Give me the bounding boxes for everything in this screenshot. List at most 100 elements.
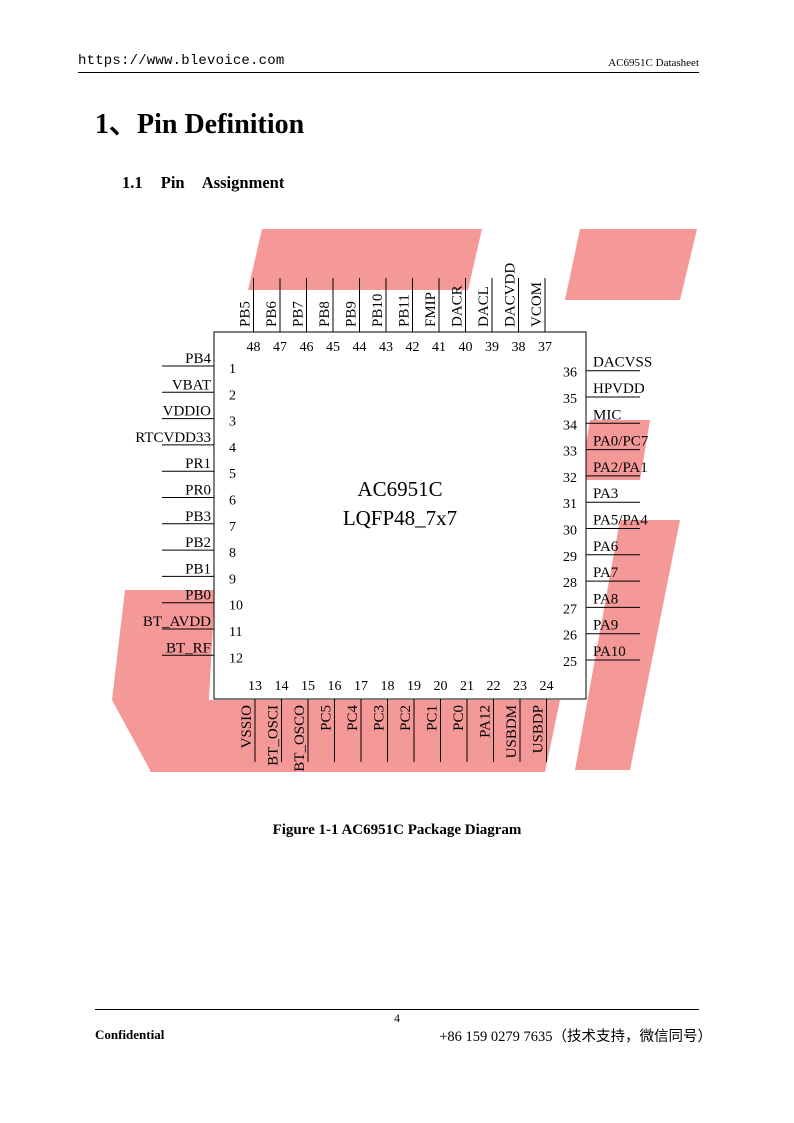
pin-number-8: 8 [229, 546, 236, 561]
pin-number-44: 44 [353, 340, 367, 355]
pin-number-11: 11 [229, 625, 242, 640]
pin-number-18: 18 [381, 679, 395, 694]
pin-number-43: 43 [379, 340, 393, 355]
pin-number-12: 12 [229, 651, 243, 666]
pin-number-22: 22 [487, 679, 501, 694]
pin-number-23: 23 [513, 679, 527, 694]
pin-number-29: 29 [563, 550, 577, 565]
chip-body [213, 331, 587, 700]
page-number: 4 [394, 1011, 400, 1025]
pin-name-30: PA5/PA4 [593, 513, 648, 529]
pin-name-2: VBAT [172, 377, 211, 393]
pin-name-14: BT_OSCI [266, 705, 282, 766]
pin-number-13: 13 [248, 679, 262, 694]
header-rule [78, 72, 699, 73]
footer-contact: +86 159 0279 7635（技术支持，微信同号） [439, 1029, 712, 1045]
pin-name-36: DACVSS [593, 355, 652, 371]
pin-number-39: 39 [485, 340, 499, 355]
pin-number-20: 20 [434, 679, 448, 694]
pin-name-24: USBDP [531, 705, 547, 753]
pin-number-19: 19 [407, 679, 421, 694]
watermark-logo [112, 229, 697, 772]
pin-name-32: PA2/PA1 [593, 460, 648, 476]
pin-name-35: HPVDD [593, 381, 645, 397]
pin-name-6: PR0 [185, 483, 211, 499]
pin-number-16: 16 [328, 679, 342, 694]
watermark-bottom [150, 700, 560, 772]
pin-number-5: 5 [229, 467, 236, 482]
pin-name-29: PA6 [593, 539, 619, 555]
watermark-top-right [565, 229, 697, 300]
pin-name-20: PC1 [425, 705, 441, 731]
pin-name-4: RTCVDD33 [135, 430, 211, 446]
pin-name-23: USBDM [504, 705, 520, 758]
pin-name-7: PB3 [185, 509, 211, 525]
pins-layer: PB41VBAT2VDDIO3RTCVDD334PR15PR06PB37PB28… [135, 263, 652, 772]
pin-name-38: DACVDD [503, 263, 519, 327]
pin-number-4: 4 [229, 441, 236, 456]
pin-name-46: PB7 [291, 301, 307, 327]
pin-number-3: 3 [229, 415, 236, 430]
pin-name-13: VSSIO [239, 705, 255, 749]
footer-confidential: Confidential [95, 1027, 165, 1042]
pin-number-48: 48 [247, 340, 261, 355]
pin-number-24: 24 [540, 679, 554, 694]
pin-name-27: PA8 [593, 591, 618, 607]
pin-name-40: DACR [450, 285, 466, 327]
pin-name-26: PA9 [593, 618, 618, 634]
pin-number-32: 32 [563, 471, 577, 486]
pin-number-34: 34 [563, 418, 577, 433]
header-doc-title: AC6951C Datasheet [608, 57, 699, 69]
pin-number-1: 1 [229, 362, 236, 377]
pin-number-2: 2 [229, 388, 236, 403]
pin-name-25: PA10 [593, 644, 626, 660]
section-title: 1、Pin Definition [95, 109, 305, 140]
pin-number-33: 33 [563, 445, 577, 460]
pin-number-37: 37 [538, 340, 552, 355]
subsection-title: 1.1 Pin Assignment [122, 173, 285, 192]
pin-number-26: 26 [563, 629, 577, 644]
pin-name-15: BT_OSCO [292, 705, 308, 772]
pin-number-30: 30 [563, 524, 577, 539]
pin-name-16: PC5 [319, 705, 335, 731]
pin-number-27: 27 [563, 602, 577, 617]
pin-name-41: FMIP [423, 292, 439, 327]
pin-name-17: PC4 [345, 705, 361, 731]
footer-rule [95, 1009, 699, 1010]
pin-number-31: 31 [563, 497, 577, 512]
pin-number-6: 6 [229, 494, 236, 509]
pin-number-14: 14 [275, 679, 289, 694]
pin-name-28: PA7 [593, 565, 619, 581]
pin-name-42: PB11 [397, 294, 413, 327]
pin-name-18: PC3 [372, 705, 388, 731]
pin-number-9: 9 [229, 572, 236, 587]
pin-name-21: PC0 [451, 705, 467, 731]
pin-number-41: 41 [432, 340, 446, 355]
pin-number-15: 15 [301, 679, 315, 694]
pin-name-12: BT_RF [166, 640, 211, 656]
watermark-top-left [248, 229, 482, 290]
pin-number-7: 7 [229, 520, 236, 535]
pin-name-39: DACL [476, 286, 492, 327]
watermark-right-bar [575, 520, 680, 770]
pin-name-10: PB0 [185, 588, 211, 604]
pin-name-45: PB8 [317, 301, 333, 327]
pin-name-22: PA12 [478, 705, 494, 738]
pin-number-47: 47 [273, 340, 287, 355]
pin-name-8: PB2 [185, 535, 211, 551]
pin-name-37: VCOM [529, 282, 545, 327]
pin-name-1: PB4 [185, 351, 211, 367]
pin-name-11: BT_AVDD [143, 614, 211, 630]
pin-number-28: 28 [563, 576, 577, 591]
pin-name-44: PB9 [344, 301, 360, 327]
pin-name-31: PA3 [593, 486, 618, 502]
pin-number-21: 21 [460, 679, 474, 694]
pin-number-42: 42 [406, 340, 420, 355]
pin-name-34: MIC [593, 407, 621, 423]
chip-package-label: LQFP48_7x7 [343, 506, 457, 530]
pin-name-48: PB5 [238, 301, 254, 327]
header-url[interactable]: https://www.blevoice.com [78, 53, 285, 69]
pin-number-25: 25 [563, 655, 577, 670]
pin-name-33: PA0/PC7 [593, 434, 649, 450]
